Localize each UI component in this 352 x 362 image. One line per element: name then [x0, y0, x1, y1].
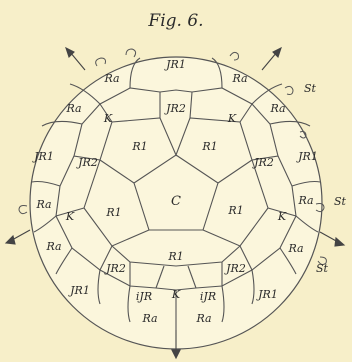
- label-jr1-right: JR1: [296, 150, 318, 163]
- rim-loops: [18, 48, 327, 266]
- label-ra-9: Ra: [141, 312, 157, 325]
- label-k-left: K: [65, 210, 75, 223]
- label-jr1-top: JR1: [164, 58, 186, 71]
- label-r1-right: R1: [227, 204, 243, 217]
- label-ra-6: Ra: [297, 194, 313, 207]
- label-ra-4: Ra: [269, 102, 285, 115]
- label-jr1-bottom-left: JR1: [68, 284, 90, 297]
- label-ijr-right: iJR: [200, 290, 216, 303]
- label-r1-top-left: R1: [131, 140, 147, 153]
- label-ra-10: Ra: [195, 312, 211, 325]
- figure-title: Fig. 6.: [147, 11, 203, 31]
- label-k-left-top: K: [103, 112, 113, 125]
- label-r1-top-right: R1: [201, 140, 217, 153]
- arrows: [4, 46, 346, 360]
- label-ra-2: Ra: [231, 72, 247, 85]
- label-jr2-bottom-left: JR2: [104, 262, 126, 275]
- label-ra-8: Ra: [287, 242, 303, 255]
- center-cell: [133, 154, 219, 231]
- label-jr2-top: JR2: [164, 102, 186, 115]
- label-ijr-left: iJR: [136, 290, 152, 303]
- label-ra-7: Ra: [45, 240, 61, 253]
- label-jr2-right: JR2: [252, 156, 274, 169]
- label-r1-left: R1: [105, 206, 121, 219]
- label-st-2: St: [334, 195, 347, 208]
- label-ra-3: Ra: [65, 102, 81, 115]
- label-k-right: K: [277, 210, 287, 223]
- label-st-1: St: [304, 82, 317, 95]
- r-ring: [83, 117, 269, 267]
- label-k-right-top: K: [227, 112, 237, 125]
- label-jr1-bottom-right: JR1: [256, 288, 278, 301]
- label-center: C: [171, 194, 181, 209]
- outer-ring: [31, 57, 321, 332]
- label-jr1-left: JR1: [32, 150, 54, 163]
- label-ra-5: Ra: [35, 198, 51, 211]
- cell-labels: C R1 R1 R1 R1 R1 JR2 JR2 JR2 JR2 JR2 K K…: [32, 58, 346, 325]
- label-k-bottom: K: [171, 288, 181, 301]
- label-jr2-left: JR2: [76, 156, 98, 169]
- label-jr2-bottom-right: JR2: [224, 262, 246, 275]
- label-st-3: St: [316, 262, 329, 275]
- label-r1-bottom: R1: [167, 250, 183, 263]
- label-ra-1: Ra: [103, 72, 119, 85]
